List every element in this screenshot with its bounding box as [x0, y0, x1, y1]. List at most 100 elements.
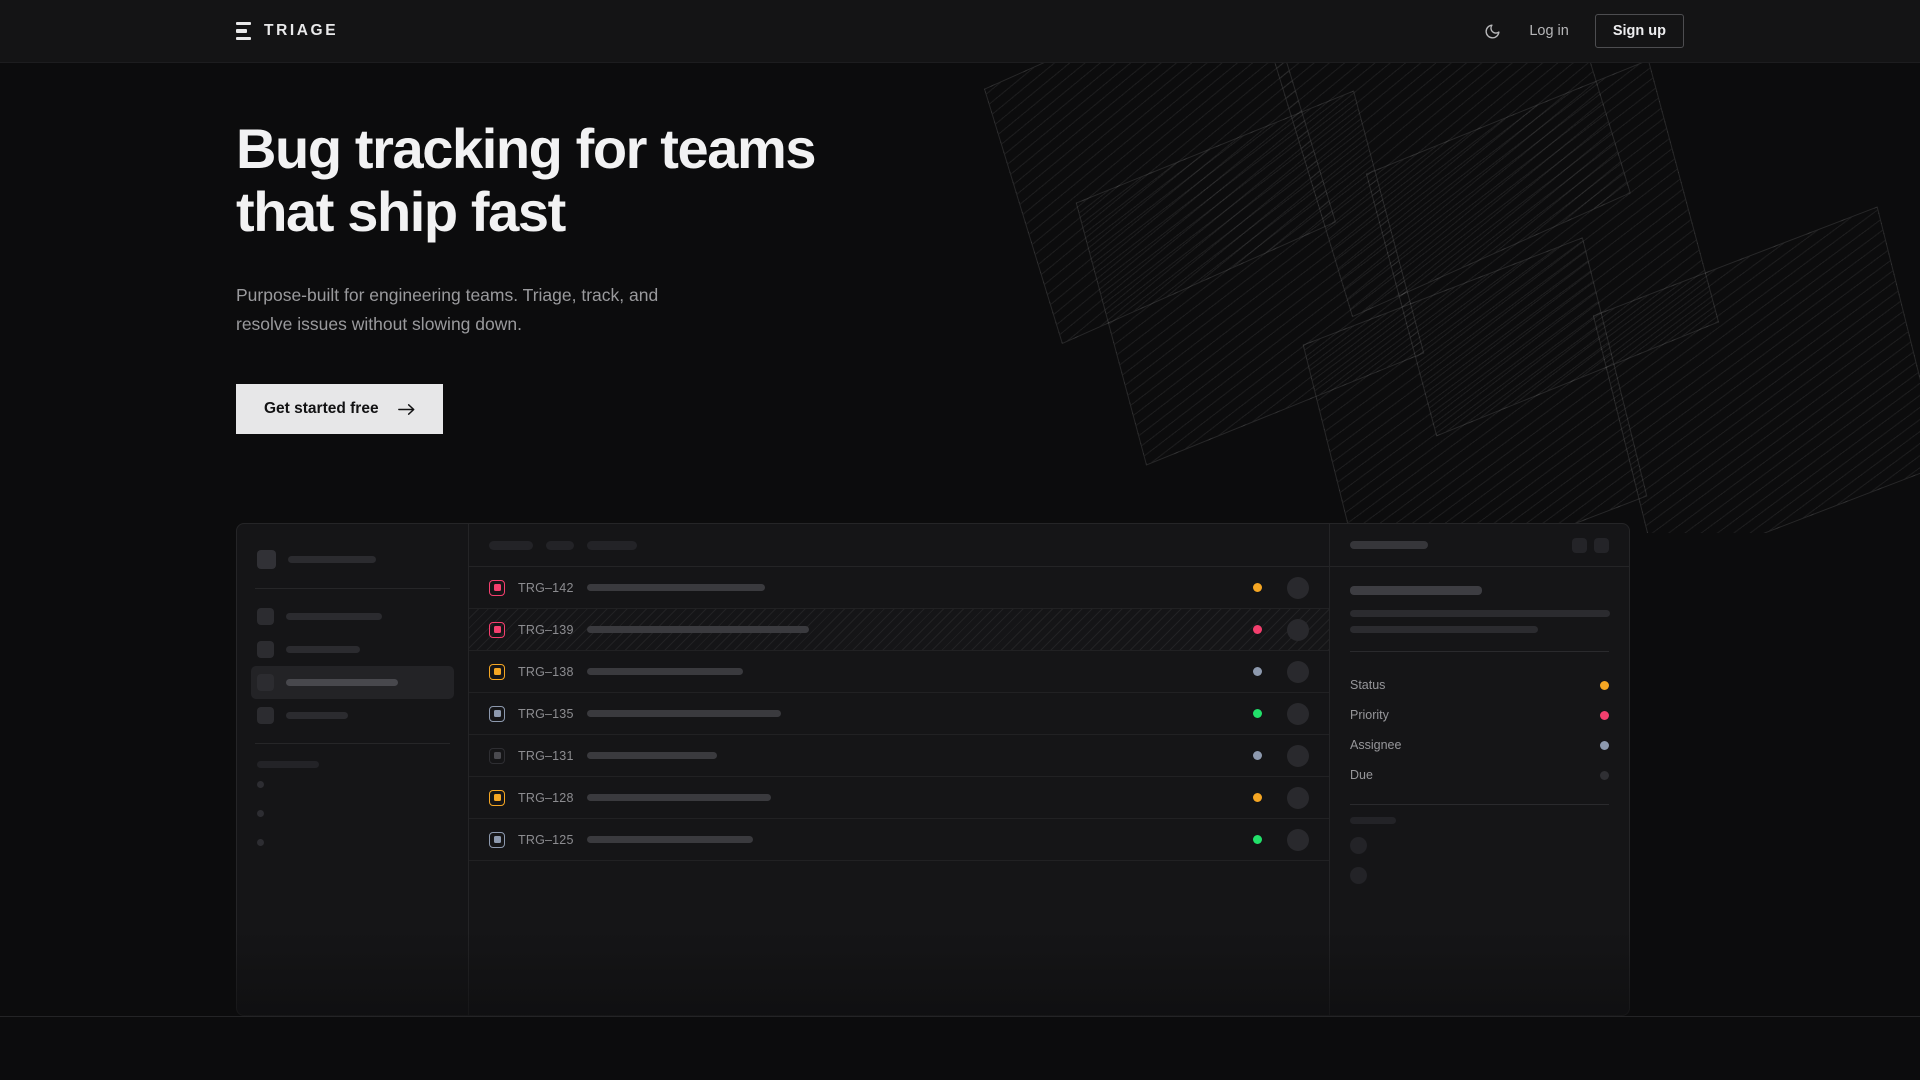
issue-list-toolbar — [469, 524, 1329, 567]
signup-button[interactable]: Sign up — [1594, 14, 1684, 48]
assignee-avatar[interactable] — [1287, 576, 1309, 599]
detail-meta-row[interactable]: Due — [1350, 760, 1609, 790]
sidebar-item-2[interactable] — [251, 666, 454, 699]
sidebar-item-1[interactable] — [251, 633, 454, 666]
issue-title-placeholder — [586, 752, 717, 759]
priority-badge — [489, 747, 505, 764]
assignee-avatar[interactable] — [1287, 786, 1309, 809]
activity-avatar[interactable] — [1350, 837, 1367, 854]
issue-id: TRG–142 — [518, 580, 574, 595]
sidebar-item-0[interactable] — [251, 600, 454, 633]
toolbar-chip-0[interactable] — [489, 540, 533, 550]
page-bottom-rule — [0, 1016, 1920, 1017]
get-started-label: Get started free — [264, 400, 379, 418]
sidebar-sub-item-2[interactable] — [251, 828, 454, 857]
activity-avatar[interactable] — [1350, 867, 1367, 884]
priority-badge — [489, 579, 505, 596]
sidebar-item-label-placeholder — [286, 712, 348, 719]
issue-title-placeholder — [586, 794, 771, 801]
priority-badge — [489, 831, 505, 848]
brand-logo[interactable]: TRIAGE — [236, 22, 338, 40]
sidebar-item-label-placeholder — [286, 613, 382, 620]
table-row[interactable]: TRG–125 — [469, 819, 1329, 861]
detail-meta-label: Due — [1350, 768, 1373, 782]
detail-description-line — [1350, 610, 1610, 617]
issue-title-placeholder — [586, 668, 743, 675]
priority-badge — [489, 663, 505, 680]
nav-actions: Log in Sign up — [1481, 14, 1684, 48]
issue-id: TRG–135 — [518, 706, 574, 721]
table-row[interactable]: TRG–142 — [469, 567, 1329, 609]
sidebar-item-icon — [257, 641, 274, 658]
issue-id: TRG–128 — [518, 790, 574, 805]
detail-divider — [1350, 651, 1609, 652]
priority-dot-icon — [493, 794, 501, 801]
priority-dot-icon — [493, 626, 501, 633]
status-dot-icon — [1253, 751, 1262, 760]
table-row[interactable]: TRG–139 — [469, 609, 1329, 651]
detail-meta-dot-icon — [1600, 680, 1609, 690]
detail-meta-dot-icon — [1600, 770, 1609, 780]
table-row[interactable]: TRG–128 — [469, 777, 1329, 819]
assignee-avatar[interactable] — [1287, 828, 1309, 851]
assignee-avatar[interactable] — [1287, 702, 1309, 725]
issue-id: TRG–139 — [518, 622, 574, 637]
detail-subject-placeholder — [1350, 586, 1482, 595]
priority-dot-icon — [493, 752, 501, 759]
detail-meta-label: Assignee — [1350, 738, 1402, 752]
sidebar-section-label-placeholder — [257, 761, 319, 768]
workspace-avatar-icon — [257, 550, 276, 569]
priority-dot-icon — [493, 584, 501, 591]
issue-id: TRG–131 — [518, 748, 574, 763]
hero-subheading: Purpose-built for engineering teams. Tri… — [236, 285, 659, 334]
sidebar-divider — [255, 743, 450, 744]
detail-meta-dot-icon — [1600, 710, 1609, 720]
mockup-sidebar — [237, 524, 469, 1015]
arrow-right-icon — [397, 403, 415, 415]
status-dot-icon — [1253, 667, 1262, 676]
detail-meta-label: Priority — [1350, 708, 1389, 722]
moon-icon[interactable] — [1481, 20, 1503, 42]
sidebar-sub-item-dot-icon — [257, 839, 264, 846]
priority-dot-icon — [493, 710, 501, 717]
assignee-avatar[interactable] — [1287, 660, 1309, 683]
detail-divider — [1350, 804, 1609, 805]
toolbar-chip-1[interactable] — [546, 540, 574, 550]
sidebar-sub-item-1[interactable] — [251, 799, 454, 828]
assignee-avatar[interactable] — [1287, 618, 1309, 641]
priority-badge — [489, 789, 505, 806]
detail-meta-row[interactable]: Assignee — [1350, 730, 1609, 760]
priority-dot-icon — [493, 836, 501, 843]
sidebar-workspace-switcher[interactable] — [251, 542, 454, 577]
detail-panel-header — [1330, 524, 1629, 567]
detail-meta-row[interactable]: Status — [1350, 670, 1609, 700]
status-dot-icon — [1253, 583, 1262, 592]
status-dot-icon — [1253, 709, 1262, 718]
detail-action-1-button[interactable] — [1572, 537, 1587, 553]
sidebar-item-3[interactable] — [251, 699, 454, 732]
toolbar-chip-2[interactable] — [587, 540, 637, 550]
issue-title-placeholder — [586, 626, 809, 633]
hero-section: Bug tracking for teams that ship fast Pu… — [236, 117, 817, 435]
detail-action-2-button[interactable] — [1594, 537, 1609, 553]
issue-id: TRG–125 — [518, 832, 574, 847]
login-link[interactable]: Log in — [1529, 23, 1569, 39]
brand-name: TRIAGE — [264, 22, 339, 39]
sidebar-sub-item-0[interactable] — [251, 770, 454, 799]
get-started-button[interactable]: Get started free — [236, 384, 443, 435]
issue-title-placeholder — [586, 710, 781, 717]
detail-description-line — [1350, 626, 1538, 633]
status-dot-icon — [1253, 625, 1262, 634]
workspace-name-placeholder — [288, 556, 376, 563]
table-row[interactable]: TRG–138 — [469, 651, 1329, 693]
page-title: Bug tracking for teams that ship fast — [236, 117, 817, 243]
sidebar-divider — [255, 588, 450, 589]
assignee-avatar[interactable] — [1287, 744, 1309, 767]
table-row[interactable]: TRG–131 — [469, 735, 1329, 777]
priority-dot-icon — [493, 668, 501, 675]
table-row[interactable]: TRG–135 — [469, 693, 1329, 735]
detail-meta-row[interactable]: Priority — [1350, 700, 1609, 730]
